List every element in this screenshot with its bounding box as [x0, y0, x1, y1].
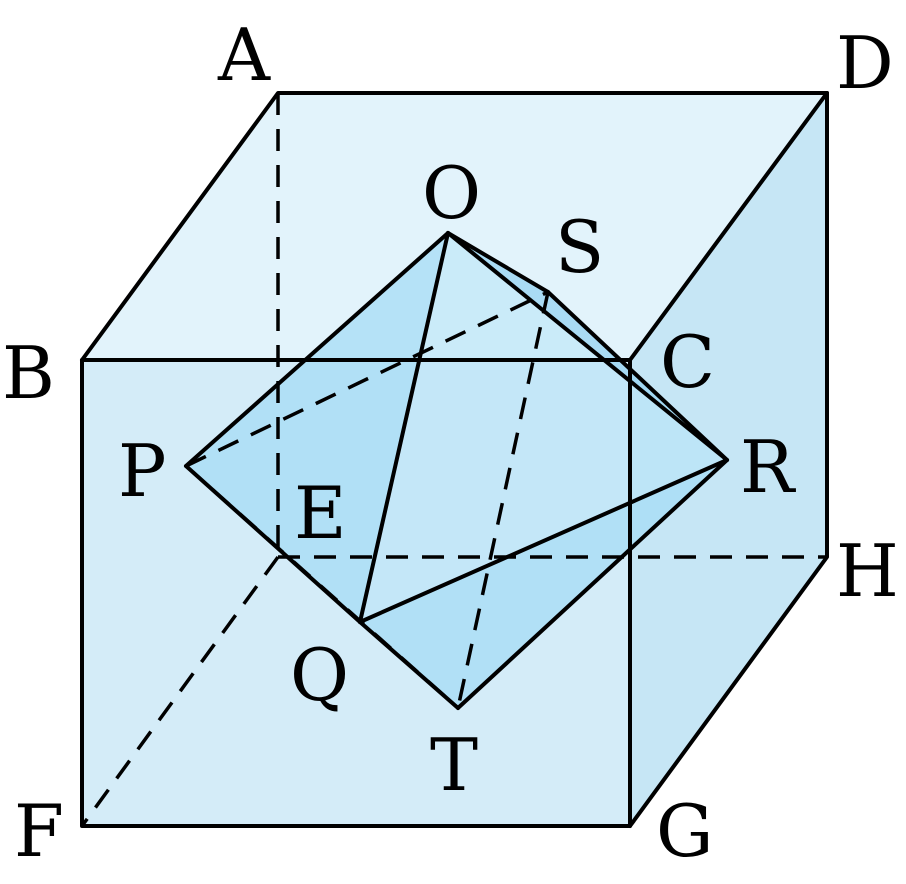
label-f: F	[14, 789, 64, 873]
octa-face-oqr	[360, 233, 727, 622]
octa-edge-op	[184, 231, 450, 468]
octa-edge-qt	[358, 620, 460, 710]
label-p: P	[118, 429, 166, 513]
label-o: O	[422, 151, 481, 235]
octa-edge-sr	[546, 290, 729, 462]
cube-right-outline	[628, 91, 829, 828]
octa-edge-os	[446, 231, 550, 294]
label-b: B	[2, 331, 55, 415]
label-c: C	[660, 320, 715, 404]
label-e: E	[294, 471, 347, 555]
label-g: G	[656, 789, 714, 873]
cube-front-outline	[80, 358, 632, 828]
label-d: D	[836, 21, 894, 105]
octa-edge-or	[446, 231, 729, 462]
octa-edge-oq	[358, 231, 450, 624]
octa-edge-qr	[358, 458, 729, 624]
cube-top-outline	[80, 91, 829, 362]
cube-top-face	[82, 93, 827, 360]
label-h: H	[836, 529, 899, 613]
label-s: S	[555, 205, 604, 289]
label-t: T	[430, 723, 478, 807]
label-r: R	[740, 425, 796, 509]
label-a: A	[217, 13, 271, 97]
octa-edge-pq	[184, 464, 362, 624]
octa-face-opr	[186, 233, 448, 622]
octa-edge-rt	[456, 458, 729, 710]
cube-edge-ef-hidden	[80, 555, 280, 828]
octa-face-tqr	[360, 460, 727, 708]
octa-edge-ps-hidden	[185, 290, 549, 468]
label-q: Q	[290, 633, 349, 717]
